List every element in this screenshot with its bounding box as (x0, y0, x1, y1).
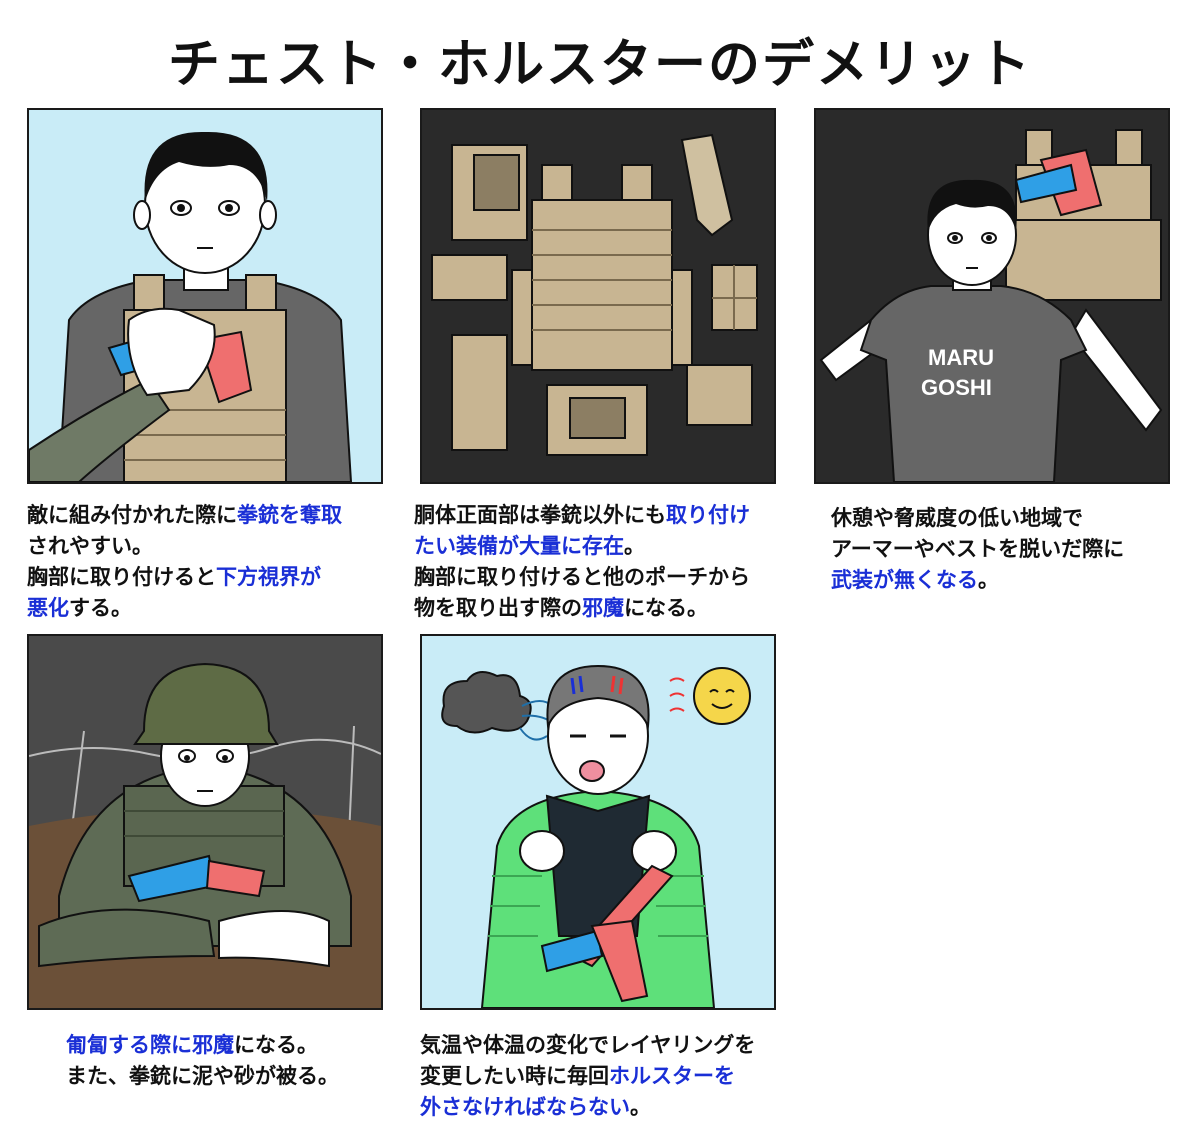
caption-text: 胸部に取り付けると (27, 565, 216, 589)
caption-text: アーマーやベストを脱いだ際に (831, 537, 1125, 561)
caption-line: 変更したい時に毎回ホルスターを (420, 1061, 755, 1092)
caption-text: する。 (69, 596, 132, 620)
caption-highlight: 取り付け (666, 503, 750, 527)
panel-4-illustration (27, 634, 383, 1010)
panel-5-illustration (420, 634, 776, 1010)
caption-highlight: ホルスターを (609, 1064, 735, 1088)
caption-text: されやすい。 (27, 534, 153, 558)
caption-line: 武装が無くなる。 (831, 565, 1124, 596)
caption-highlight: 下方視界が (216, 565, 321, 589)
caption-line: 気温や体温の変化でレイヤリングを (420, 1030, 755, 1061)
caption-line: アーマーやベストを脱いだ際に (831, 534, 1124, 565)
caption-line: されやすい。 (27, 531, 342, 562)
panel-5-drawing (422, 636, 774, 1008)
caption-text: また、拳銃に泥や砂が被る。 (66, 1064, 339, 1088)
shirt-text-line-1: MARU (928, 345, 994, 370)
caption-text: になる。 (624, 596, 708, 620)
caption-line: 胸部に取り付けると他のポーチから (414, 562, 750, 593)
panel-3-drawing: MARU GOSHI (816, 110, 1168, 482)
panel-1-drawing (29, 110, 381, 482)
caption-text: になる。 (234, 1033, 318, 1057)
panel-5-caption: 気温や体温の変化でレイヤリングを変更したい時に毎回ホルスターを外さなければならな… (420, 1030, 755, 1123)
caption-text: 。 (630, 1095, 651, 1119)
caption-line: 休憩や脅威度の低い地域で (831, 503, 1124, 534)
caption-text: 胸部に取り付けると他のポーチから (414, 565, 750, 589)
caption-highlight: 外さなければならない (420, 1095, 630, 1119)
caption-text: 物を取り出す際の (414, 596, 582, 620)
page-title: チェスト・ホルスターのデメリット (167, 34, 1032, 95)
caption-text: 敵に組み付かれた際に (27, 503, 237, 527)
panel-2-caption: 胴体正面部は拳銃以外にも取り付けたい装備が大量に存在。胸部に取り付けると他のポー… (414, 500, 750, 624)
panel-4-drawing (29, 636, 381, 1008)
caption-highlight: 匍匐する際に邪魔 (66, 1033, 234, 1057)
panel-3-illustration: MARU GOSHI (814, 108, 1170, 484)
shirt-text-line-2: GOSHI (921, 375, 992, 400)
caption-line: 胴体正面部は拳銃以外にも取り付け (414, 500, 750, 531)
caption-text: 。 (624, 534, 645, 558)
caption-highlight: 拳銃を奪取 (237, 503, 342, 527)
caption-line: たい装備が大量に存在。 (414, 531, 750, 562)
caption-highlight: 邪魔 (582, 596, 624, 620)
caption-text: 休憩や脅威度の低い地域で (831, 506, 1083, 530)
caption-line: 敵に組み付かれた際に拳銃を奪取 (27, 500, 342, 531)
panel-1-caption: 敵に組み付かれた際に拳銃を奪取されやすい。胸部に取り付けると下方視界が悪化する。 (27, 500, 342, 624)
caption-line: また、拳銃に泥や砂が被る。 (66, 1061, 339, 1092)
caption-text: 。 (978, 568, 999, 592)
panel-2-illustration (420, 108, 776, 484)
caption-line: 外さなければならない。 (420, 1092, 755, 1123)
panel-2-drawing (422, 110, 774, 482)
caption-line: 悪化する。 (27, 593, 342, 624)
panel-1-illustration (27, 108, 383, 484)
caption-highlight: 悪化 (27, 596, 69, 620)
caption-line: 胸部に取り付けると下方視界が (27, 562, 342, 593)
panel-4-caption: 匍匐する際に邪魔になる。また、拳銃に泥や砂が被る。 (66, 1030, 339, 1092)
panel-3-caption: 休憩や脅威度の低い地域でアーマーやベストを脱いだ際に武装が無くなる。 (831, 503, 1124, 596)
caption-line: 物を取り出す際の邪魔になる。 (414, 593, 750, 624)
caption-text: 胴体正面部は拳銃以外にも (414, 503, 666, 527)
caption-text: 気温や体温の変化でレイヤリングを (420, 1033, 756, 1057)
caption-line: 匍匐する際に邪魔になる。 (66, 1030, 339, 1061)
caption-text: 変更したい時に毎回 (420, 1064, 609, 1088)
caption-highlight: 武装が無くなる (831, 568, 978, 592)
caption-highlight: たい装備が大量に存在 (414, 534, 624, 558)
